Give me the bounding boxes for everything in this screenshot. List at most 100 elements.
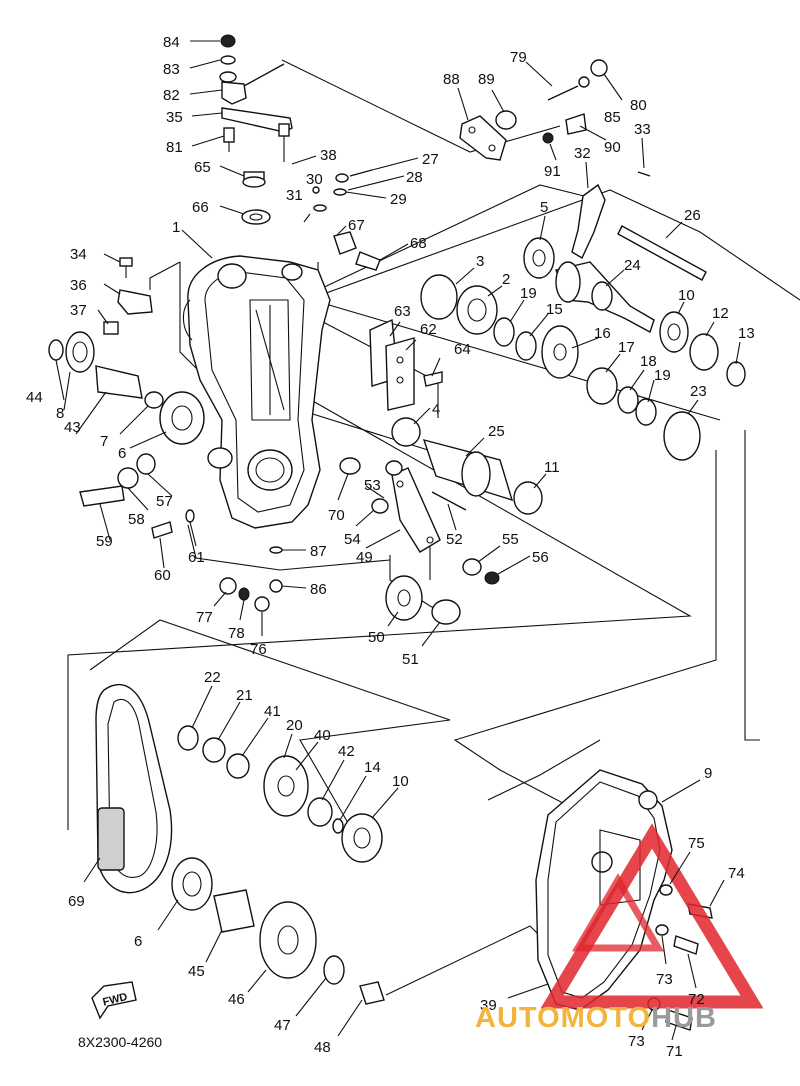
left-small-parts xyxy=(48,257,233,539)
callout-labels: 84 83 82 35 81 65 66 38 27 28 29 30 31 6… xyxy=(26,34,755,1060)
callout-19-lower: 19 xyxy=(654,367,671,384)
callout-13: 13 xyxy=(738,325,755,342)
callout-19-upper: 19 xyxy=(520,285,537,302)
callout-39: 39 xyxy=(480,997,497,1014)
callout-2: 2 xyxy=(502,271,510,288)
callout-85: 85 xyxy=(604,109,621,126)
callout-22: 22 xyxy=(204,669,221,686)
callout-56: 56 xyxy=(532,549,549,566)
callout-10-upper: 10 xyxy=(678,287,695,304)
callout-18: 18 xyxy=(640,353,657,370)
callout-79: 79 xyxy=(510,49,527,66)
callout-3: 3 xyxy=(476,253,484,270)
callout-73-lower: 73 xyxy=(628,1033,645,1050)
callout-80: 80 xyxy=(630,97,647,114)
right-cover xyxy=(535,769,673,1011)
watermark-logo xyxy=(540,823,764,1009)
callout-73-upper: 73 xyxy=(656,971,673,988)
callout-60: 60 xyxy=(154,567,171,584)
callout-23: 23 xyxy=(690,383,707,400)
callout-82: 82 xyxy=(163,87,180,104)
callout-4: 4 xyxy=(432,401,440,418)
callout-44: 44 xyxy=(26,389,43,406)
callout-59: 59 xyxy=(96,533,113,550)
callout-77: 77 xyxy=(196,609,213,626)
callout-58: 58 xyxy=(128,511,145,528)
callout-89: 89 xyxy=(478,71,495,88)
middle-gear-train xyxy=(339,237,746,625)
callout-57: 57 xyxy=(156,493,173,510)
callout-1: 1 xyxy=(172,219,180,236)
callout-83: 83 xyxy=(163,61,180,78)
callout-71: 71 xyxy=(666,1043,683,1060)
leader-lines xyxy=(55,40,741,1041)
crankcase-housing xyxy=(182,255,331,529)
chain-drive xyxy=(95,684,385,1005)
callout-54: 54 xyxy=(344,531,361,548)
callout-5: 5 xyxy=(540,199,548,216)
callout-52: 52 xyxy=(446,531,463,548)
callout-90: 90 xyxy=(604,139,621,156)
callout-29: 29 xyxy=(390,191,407,208)
callout-33: 33 xyxy=(634,121,651,138)
callout-86: 86 xyxy=(310,581,327,598)
callout-28: 28 xyxy=(406,169,423,186)
callout-87: 87 xyxy=(310,543,327,560)
callout-55: 55 xyxy=(502,531,519,548)
callout-91: 91 xyxy=(544,163,561,180)
callout-84: 84 xyxy=(163,34,180,51)
callout-72: 72 xyxy=(688,991,705,1008)
linkage-cluster xyxy=(219,34,381,271)
callout-61: 61 xyxy=(188,549,205,566)
callout-34: 34 xyxy=(70,246,87,263)
callout-41: 41 xyxy=(264,703,281,720)
callout-66: 66 xyxy=(192,199,209,216)
fwd-label: FWD xyxy=(102,991,129,1009)
callout-26: 26 xyxy=(684,207,701,224)
callout-74: 74 xyxy=(728,865,745,882)
callout-64: 64 xyxy=(454,341,471,358)
callout-49: 49 xyxy=(356,549,373,566)
callout-67: 67 xyxy=(348,217,365,234)
callout-27: 27 xyxy=(422,151,439,168)
callout-16: 16 xyxy=(594,325,611,342)
callout-6-lower: 6 xyxy=(134,933,142,950)
document-code: 8X2300-4260 xyxy=(78,1034,163,1050)
callout-47: 47 xyxy=(274,1017,291,1034)
callout-10-lower: 10 xyxy=(392,773,409,790)
callout-17: 17 xyxy=(618,339,635,356)
callout-48: 48 xyxy=(314,1039,331,1056)
callout-88: 88 xyxy=(443,71,460,88)
callout-53: 53 xyxy=(364,477,381,494)
callout-21: 21 xyxy=(236,687,253,704)
small-lower-parts xyxy=(219,546,283,612)
callout-62: 62 xyxy=(420,321,437,338)
callout-46: 46 xyxy=(228,991,245,1008)
callout-36: 36 xyxy=(70,277,87,294)
callout-51: 51 xyxy=(402,651,419,668)
callout-68: 68 xyxy=(410,235,427,252)
callout-43: 43 xyxy=(64,419,81,436)
upper-right-parts xyxy=(459,59,707,281)
callout-76: 76 xyxy=(250,641,267,658)
callout-40: 40 xyxy=(314,727,331,744)
callout-9: 9 xyxy=(704,765,712,782)
callout-37: 37 xyxy=(70,302,87,319)
callout-24: 24 xyxy=(624,257,641,274)
callout-35: 35 xyxy=(166,109,183,126)
callout-32: 32 xyxy=(574,145,591,162)
callout-50: 50 xyxy=(368,629,385,646)
watermark-text-primary: AUTOMOTO xyxy=(475,1002,652,1034)
callout-20: 20 xyxy=(286,717,303,734)
callout-69: 69 xyxy=(68,893,85,910)
callout-7: 7 xyxy=(100,433,108,450)
callout-42: 42 xyxy=(338,743,355,760)
callout-65: 65 xyxy=(194,159,211,176)
callout-25: 25 xyxy=(488,423,505,440)
callout-8: 8 xyxy=(56,405,64,422)
callout-81: 81 xyxy=(166,139,183,156)
watermark-text-secondary: HUB xyxy=(651,1002,717,1034)
callout-63: 63 xyxy=(394,303,411,320)
